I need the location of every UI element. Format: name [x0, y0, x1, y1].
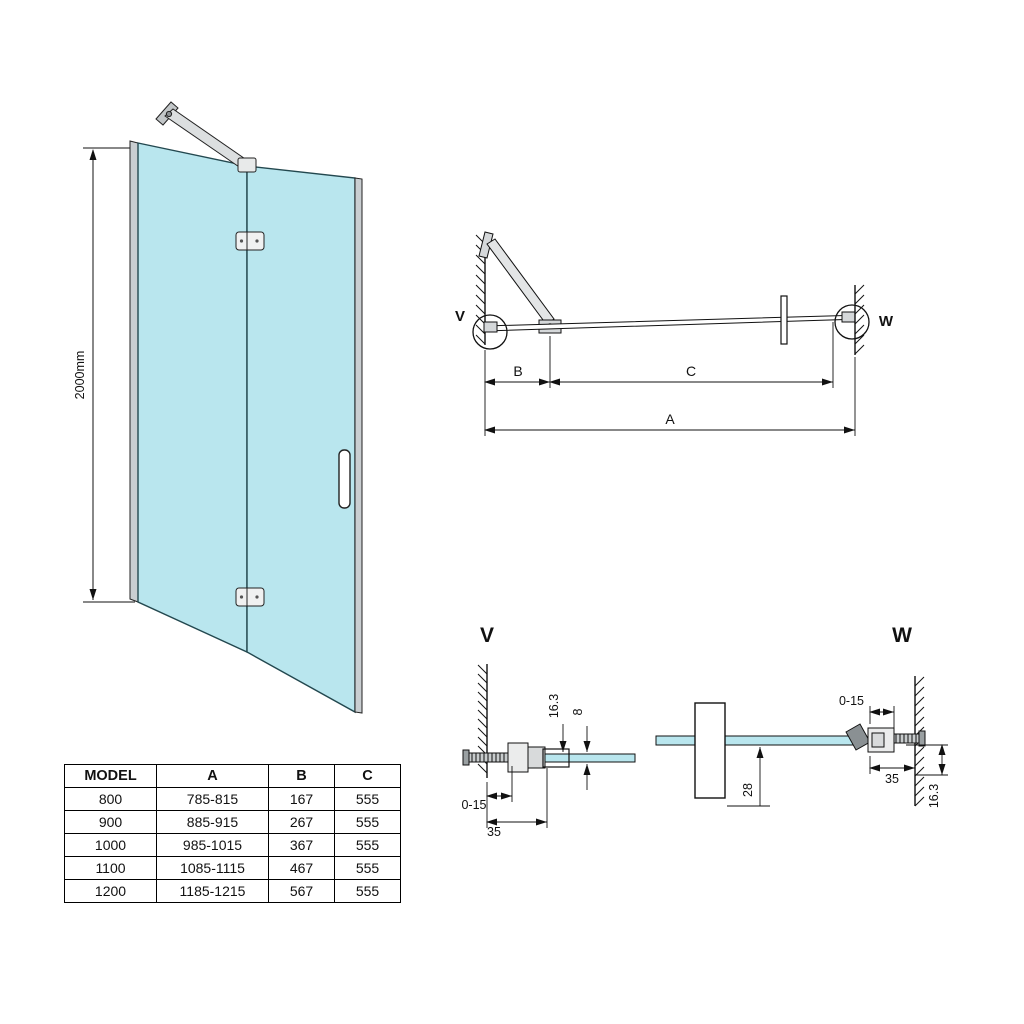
table-cell: 1185-1215 [156, 879, 269, 903]
glass-fixed-panel [137, 142, 248, 654]
table-cell: 167 [268, 787, 335, 811]
table-row: 800 785-815 167 555 [64, 787, 401, 811]
table-cell: 567 [268, 879, 335, 903]
door-handle [338, 449, 351, 509]
table-cell: 467 [268, 856, 335, 880]
support-arm-clamp [237, 157, 257, 173]
table-cell: 267 [268, 810, 335, 834]
table-cell: 555 [334, 833, 401, 857]
dimension-lines [484, 378, 855, 434]
table-cell: 367 [268, 833, 335, 857]
dim-35-w: 35 [885, 772, 899, 786]
table-cell: 555 [334, 810, 401, 834]
wall-bracket-v [483, 321, 498, 333]
hinge-bottom [235, 587, 265, 607]
detail-w-title: W [892, 624, 912, 647]
arm-bar [486, 238, 555, 325]
arm-wall-plate [478, 231, 494, 259]
hinge-section-w [845, 723, 871, 751]
spec-table: MODEL A B C 800 785-815 167 555 900 885-… [64, 764, 401, 903]
detail-marker-v-label: V [455, 308, 465, 325]
detail-v-dimensions [486, 724, 591, 828]
detail-v-drawing: V 16.3 8 0-15 35 [461, 624, 636, 839]
table-cell: 1000 [64, 833, 157, 857]
detail-marker-w-label: W [879, 313, 894, 330]
height-dimension [83, 147, 135, 603]
table-header-cell: B [268, 764, 335, 788]
door-edge-profile-right [354, 177, 363, 714]
wall-profile-section-w [867, 727, 895, 753]
wall-bracket-w [841, 311, 856, 323]
dim-163-v: 16.3 [547, 694, 561, 718]
dim-a-label: A [665, 411, 675, 427]
table-cell: 885-915 [156, 810, 269, 834]
height-dimension-label: 2000mm [73, 351, 87, 400]
table-cell: 985-1015 [156, 833, 269, 857]
wall-profile-section-v [507, 742, 546, 773]
dim-c-label: C [686, 363, 696, 379]
handle-plan [780, 295, 788, 345]
support-arm-screw [165, 110, 173, 118]
table-cell: 785-815 [156, 787, 269, 811]
adjustment-screw-w [893, 730, 926, 747]
front-view-drawing: 2000mm [73, 101, 363, 714]
dim-35-v: 35 [487, 825, 501, 839]
table-header-cell: MODEL [64, 764, 157, 788]
table-cell: 555 [334, 856, 401, 880]
table-cell: 900 [64, 810, 157, 834]
table-cell: 800 [64, 787, 157, 811]
detail-w-dimensions [727, 706, 948, 807]
table-header-cell: A [156, 764, 269, 788]
support-arm [155, 101, 257, 173]
hinge-top [235, 231, 265, 251]
table-row: 1000 985-1015 367 555 [64, 833, 401, 857]
dim-8-v: 8 [571, 708, 585, 715]
glass-section-v [544, 753, 636, 763]
plan-view-drawing: V W B C A [455, 231, 894, 436]
dim-28-w: 28 [741, 783, 755, 797]
table-header-cell: C [334, 764, 401, 788]
table-row: 1100 1085-1115 467 555 [64, 856, 401, 880]
support-bar-section-w [694, 702, 726, 799]
dim-163-w: 16.3 [927, 784, 941, 808]
table-cell: 555 [334, 879, 401, 903]
dim-015-v: 0-15 [461, 798, 486, 812]
table-cell: 1085-1115 [156, 856, 269, 880]
detail-v-title: V [480, 624, 494, 647]
table-cell: 1100 [64, 856, 157, 880]
wall-profile-left [129, 140, 139, 603]
wall-right-hatching [854, 284, 865, 355]
table-row: 900 885-915 267 555 [64, 810, 401, 834]
pivot-arm [478, 231, 562, 334]
glass-clamp-v [542, 748, 570, 768]
detail-marker-w [834, 304, 870, 340]
table-cell: 1200 [64, 879, 157, 903]
detail-marker-v [472, 314, 508, 350]
table-header-row: MODEL A B C [64, 764, 401, 788]
detail-w-drawing: W 0-15 35 28 16.3 [655, 624, 948, 808]
table-cell: 555 [334, 787, 401, 811]
dim-b-label: B [513, 363, 522, 379]
table-row: 1200 1185-1215 567 555 [64, 879, 401, 903]
dim-015-w: 0-15 [839, 694, 864, 708]
glass-section-w [655, 735, 855, 746]
